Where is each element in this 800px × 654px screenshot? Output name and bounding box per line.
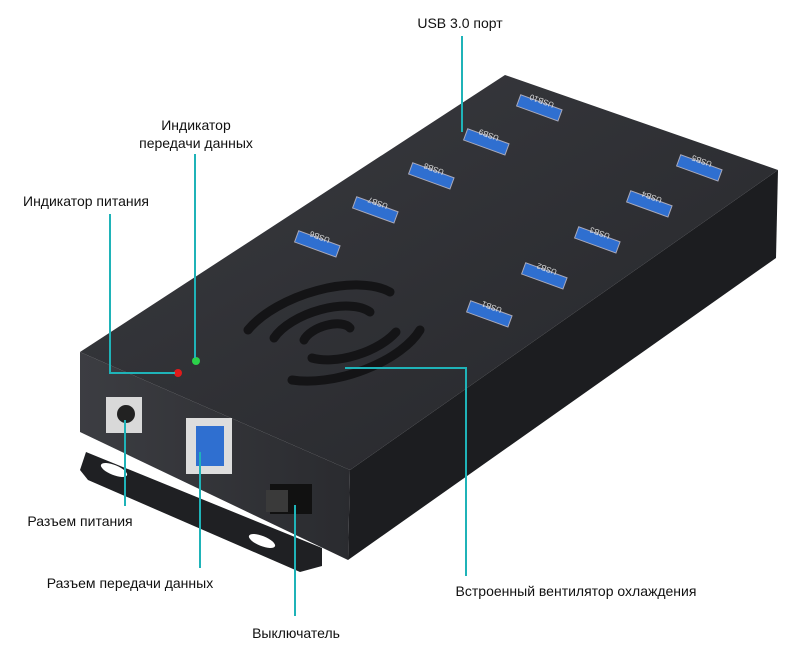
- callout-data-indicator-line2: передачи данных: [139, 135, 253, 151]
- usb-port-socket: [520, 262, 568, 290]
- callout-data-connector: Разъем передачи данных: [46, 575, 214, 591]
- usb-port-socket: [465, 300, 513, 328]
- bracket-slot: [248, 534, 276, 548]
- usb-port-socket: [675, 154, 723, 182]
- device-top-face: [80, 75, 778, 470]
- bracket-slot: [100, 463, 128, 477]
- callout-fan: Встроенный вентилятор охлаждения: [455, 583, 697, 599]
- callout-data-indicator-line1: Индикатор: [161, 117, 231, 133]
- power-led: [174, 369, 182, 377]
- usb-port-socket: [625, 190, 673, 218]
- leader-power-indicator: [109, 214, 175, 374]
- power-switch-toggle: [266, 490, 288, 512]
- power-jack-hole: [117, 405, 135, 423]
- usb-port: USB1: [465, 299, 513, 328]
- usb-port: USB2: [520, 261, 568, 290]
- leader-fan: [345, 367, 467, 576]
- data-led: [192, 357, 200, 365]
- callout-switch: Выключатель: [252, 625, 340, 641]
- usb-port-socket: [407, 162, 455, 190]
- leader-lines: [109, 36, 467, 616]
- usb-port-socket: [462, 128, 510, 156]
- callout-power-indicator: Индикатор питания: [23, 193, 149, 209]
- device-right-side: [348, 170, 778, 560]
- usb-port-socket: [515, 94, 563, 122]
- usb-port-socket: [573, 226, 621, 254]
- usb-port-socket: [293, 230, 341, 258]
- callout-usb-port: USB 3.0 порт: [417, 15, 503, 31]
- usb-port-socket: [351, 196, 399, 224]
- callout-power-connector: Разъем питания: [27, 513, 133, 529]
- cooling-fan-grille: [243, 280, 425, 386]
